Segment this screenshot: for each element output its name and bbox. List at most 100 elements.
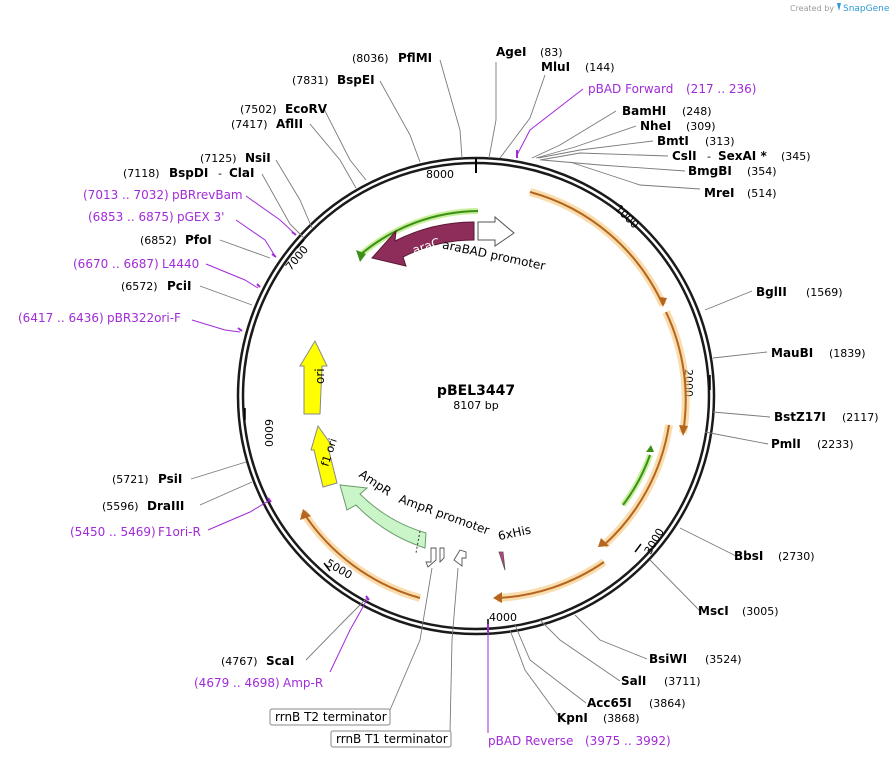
enzyme-MreI[interactable]: MreI (514) — [704, 186, 777, 200]
enzyme-BmgBI[interactable]: BmgBI (354) — [688, 164, 777, 178]
enzyme-BstZ17I[interactable]: BstZ17I (2117) — [774, 410, 879, 424]
enzyme-NheI[interactable]: NheI (309) — [640, 119, 716, 133]
svg-text:(514): (514) — [747, 187, 777, 200]
feature-AmpR-label: AmpR — [356, 467, 394, 499]
enzyme-CslI-SexAI[interactable]: CslI - SexAI * (345) — [672, 149, 811, 163]
enzyme-BmtI[interactable]: BmtI (313) — [657, 134, 735, 148]
svg-text:(313): (313) — [705, 135, 735, 148]
enzyme-BspEI[interactable]: (7831) BspEI — [292, 73, 375, 87]
enzyme-DraIII[interactable]: (5596) DraIII — [102, 499, 184, 513]
feature-AmpR-promoter[interactable] — [425, 547, 437, 568]
green-arrowhead-2 — [646, 445, 654, 452]
enzyme-MscI[interactable]: MscI (3005) — [698, 604, 779, 618]
svg-text:BstZ17I: BstZ17I — [774, 410, 826, 424]
svg-text:BamHI: BamHI — [622, 104, 666, 118]
enzyme-BbsI[interactable]: BbsI (2730) — [734, 549, 815, 563]
enzyme-PflMI[interactable]: (8036) PflMI — [352, 51, 432, 65]
svg-text:(1839): (1839) — [829, 347, 866, 360]
primer-pBRrevBam[interactable]: (7013 .. 7032) pBRrevBam — [83, 188, 243, 202]
primer-leader-lines — [191, 88, 584, 733]
enzyme-Acc65I[interactable]: Acc65I (3864) — [587, 696, 686, 710]
svg-text:BmgBI: BmgBI — [688, 164, 732, 178]
feature-araBAD-promoter[interactable] — [477, 215, 515, 247]
rrnB-T2-leader — [389, 567, 433, 711]
svg-text:pBR322ori-F: pBR322ori-F — [107, 311, 181, 325]
enzyme-ScaI[interactable]: (4767) ScaI — [221, 654, 294, 668]
svg-text:BglII: BglII — [756, 285, 787, 299]
svg-text:(3868): (3868) — [603, 712, 640, 725]
primer-Amp-R[interactable]: (4679 .. 4698) Amp-R — [194, 676, 323, 690]
enzyme-MluI[interactable]: MluI (144) — [541, 60, 615, 74]
svg-text:PflMI: PflMI — [398, 51, 432, 65]
feature-AmpR[interactable] — [339, 484, 427, 549]
feature-rrnB-T2-terminator[interactable]: rrnB T2 terminator — [269, 708, 391, 726]
enzyme-AflII[interactable]: (7417) AflII — [231, 117, 303, 131]
svg-text:(4679 .. 4698): (4679 .. 4698) — [194, 676, 280, 690]
enzyme-NsiI[interactable]: (7125) NsiI — [200, 151, 271, 165]
svg-text:BbsI: BbsI — [734, 549, 763, 563]
svg-text:(3864): (3864) — [649, 697, 686, 710]
enzyme-BsiWI[interactable]: BsiWI (3524) — [649, 652, 742, 666]
svg-text:(3005): (3005) — [742, 605, 779, 618]
feature-6xHis[interactable] — [498, 551, 506, 571]
primer-pBR322ori-F[interactable]: (6417 .. 6436) pBR322ori-F — [18, 311, 181, 325]
svg-text:(5721): (5721) — [112, 473, 149, 486]
enzyme-AgeI[interactable]: AgeI (83) — [496, 45, 563, 59]
svg-text:(2233): (2233) — [817, 438, 854, 451]
svg-text:PsiI: PsiI — [158, 472, 182, 486]
orange-orf-arrowheads — [300, 297, 688, 603]
svg-text:MauBI: MauBI — [771, 346, 813, 360]
snapgene-logo-icon — [837, 3, 841, 11]
enzyme-BspDI-ClaI[interactable]: (7118) BspDI - ClaI — [123, 166, 254, 180]
feature-rrnB-T2-marker[interactable] — [439, 547, 445, 564]
enzyme-BglII[interactable]: BglII (1569) — [756, 285, 843, 299]
green-arrowhead-araC — [356, 250, 366, 262]
svg-text:-: - — [707, 150, 711, 163]
feature-ori[interactable] — [299, 339, 328, 415]
primer-pBAD-Forward[interactable]: pBAD Forward (217 .. 236) — [588, 82, 756, 96]
primer-site-marks — [237, 231, 370, 601]
svg-text:KpnI: KpnI — [557, 711, 588, 725]
svg-text:MreI: MreI — [704, 186, 734, 200]
svg-text:CslI: CslI — [672, 149, 697, 163]
primer-pGEX-3[interactable]: (6853 .. 6875) pGEX 3' — [88, 210, 224, 224]
svg-text:(144): (144) — [585, 61, 615, 74]
svg-text:AflII: AflII — [276, 117, 303, 131]
svg-text:(7118): (7118) — [123, 167, 160, 180]
feature-f1-ori[interactable] — [310, 424, 338, 488]
enzyme-KpnI[interactable]: KpnI (3868) — [557, 711, 640, 725]
plasmid-size: 8107 bp — [453, 399, 498, 412]
enzyme-BamHI[interactable]: BamHI (248) — [622, 104, 712, 118]
tick-6000: 6000 — [262, 419, 275, 447]
rrnB-T1-leader — [449, 567, 459, 733]
svg-text:(2730): (2730) — [778, 550, 815, 563]
feature-rrnB-T1-terminator[interactable]: rrnB T1 terminator — [330, 730, 452, 748]
enzyme-PciI[interactable]: (6572) PciI — [121, 279, 192, 293]
feature-rrnB-T1-marker[interactable] — [453, 549, 467, 567]
primer-pBAD-Reverse[interactable]: pBAD Reverse (3975 .. 3992) — [488, 734, 671, 748]
svg-text:(7013 .. 7032): (7013 .. 7032) — [83, 188, 169, 202]
enzyme-MauBI[interactable]: MauBI (1839) — [771, 346, 866, 360]
enzyme-leader-lines — [190, 59, 771, 719]
svg-text:ScaI: ScaI — [266, 654, 294, 668]
enzyme-PmlI[interactable]: PmlI (2233) — [771, 437, 854, 451]
svg-text:(345): (345) — [781, 150, 811, 163]
enzyme-PfoI[interactable]: (6852) PfoI — [140, 233, 212, 247]
svg-text:(309): (309) — [686, 120, 716, 133]
feature-araC[interactable] — [371, 221, 475, 267]
svg-text:(4767): (4767) — [221, 655, 258, 668]
primer-L4440[interactable]: (6670 .. 6687) L4440 — [73, 257, 199, 271]
svg-text:(7417): (7417) — [231, 118, 268, 131]
svg-text:NheI: NheI — [640, 119, 671, 133]
enzyme-EcoRV[interactable]: (7502) EcoRV — [240, 102, 328, 116]
enzyme-PsiI[interactable]: (5721) PsiI — [112, 472, 182, 486]
svg-text:F1ori-R: F1ori-R — [158, 525, 201, 539]
svg-text:(3711): (3711) — [664, 675, 701, 688]
svg-text:pBAD Reverse: pBAD Reverse — [488, 734, 573, 748]
svg-text:(1569): (1569) — [806, 286, 843, 299]
primer-F1ori-R[interactable]: (5450 .. 5469) F1ori-R — [70, 525, 201, 539]
enzyme-SalI[interactable]: SalI (3711) — [621, 674, 701, 688]
svg-text:(3975 .. 3992): (3975 .. 3992) — [585, 734, 671, 748]
